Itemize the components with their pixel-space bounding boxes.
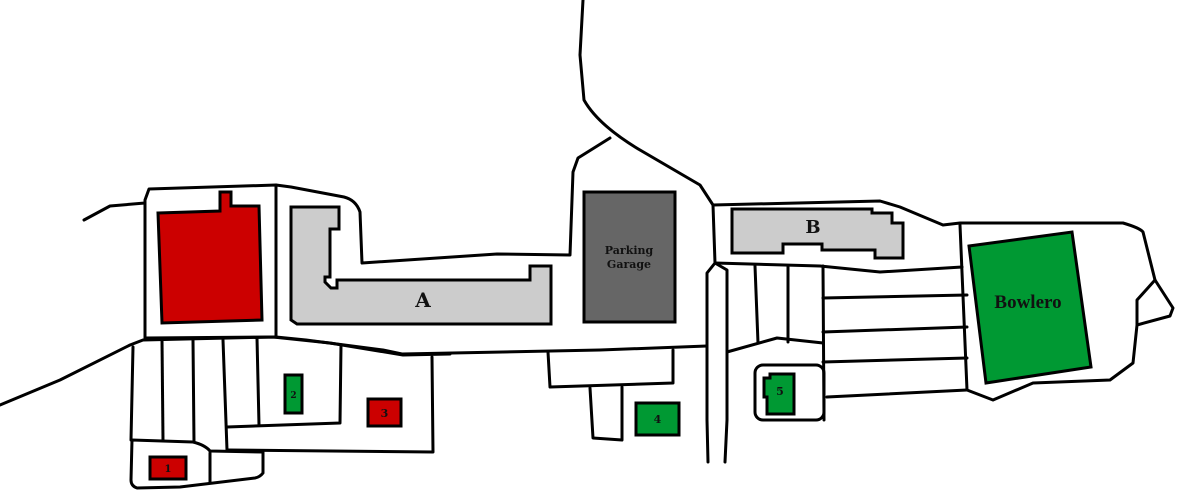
north-road-east-edge [578,0,717,265]
pad-5[interactable] [762,372,796,416]
buildings: A Parking Garage B Bowlero 1 2 3 4 5 [148,190,1093,481]
inner-lot [225,343,343,429]
building-a[interactable] [289,205,553,326]
east-lot-blob [1135,278,1157,327]
building-b-label: B [805,217,820,238]
east-road-west-edge [705,261,717,464]
west-road-north-edge [82,201,147,222]
stall-row [725,336,825,354]
pad-1-label: 1 [165,464,172,475]
stall-row [821,356,969,364]
building-a-label: A [414,288,431,312]
pad-2[interactable] [283,373,304,415]
garage-lot [546,348,675,389]
pad-3-label: 3 [381,407,389,420]
pad-1[interactable] [148,455,188,481]
parking-garage-label-line1: Parking [605,244,654,257]
anchor-store-red[interactable] [156,190,264,325]
stall-line [255,336,261,427]
pad-2-label: 2 [290,391,296,401]
bowlero-label: Bowlero [994,292,1061,313]
stall-line [221,338,229,452]
pad1-lot [129,438,265,490]
stall-line [753,264,760,345]
b-block-bottom [713,261,964,274]
parking-garage[interactable] [582,190,677,324]
stall-row [825,388,969,399]
stall-row [821,325,969,334]
bowlero-lot-west [958,223,969,392]
east-road-east-edge [713,261,729,464]
outer-lot [225,355,435,454]
north-road-west-edge [143,136,612,340]
stall-line [160,338,165,442]
building-b[interactable] [730,207,905,260]
pad-4-label: 4 [654,413,662,426]
lot-west-edge [129,345,135,442]
block-bottom [143,335,709,356]
pad5-lot [753,363,826,422]
pad-5-label: 5 [776,385,784,398]
stall-row [821,293,969,300]
bowlero[interactable] [967,230,1093,385]
pad-3[interactable] [366,397,403,428]
garage-stub [588,385,624,442]
pad-4[interactable] [634,401,681,437]
b-block-top [711,199,1175,402]
stall-line [191,338,196,444]
parking-garage-label-line2: Garage [607,258,651,271]
west-road-south-edge [0,335,452,407]
